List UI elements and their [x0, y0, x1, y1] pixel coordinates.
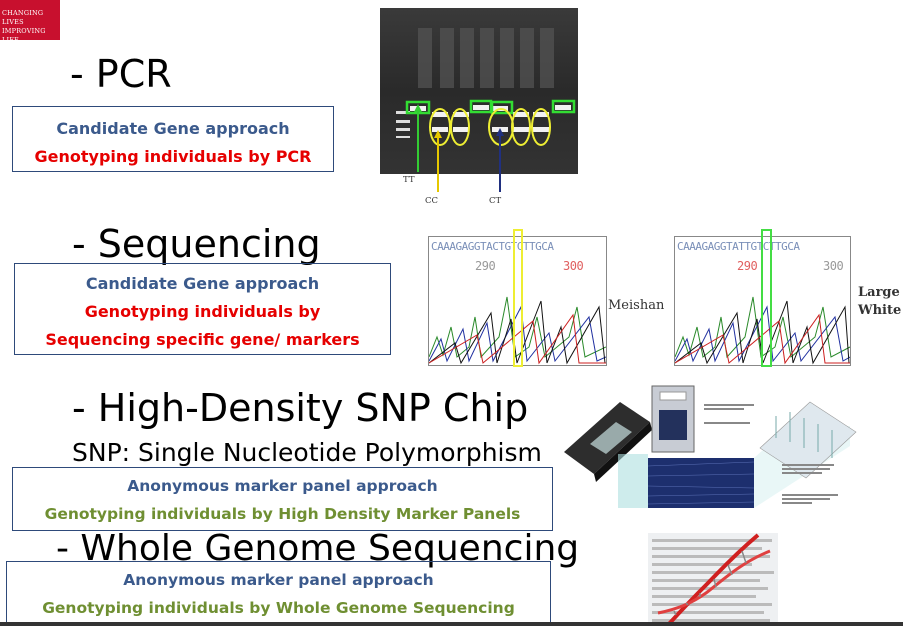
chromatogram-meishan: CAAAGAGGTACTGTCTTGCA 290 300 — [428, 229, 607, 367]
wgs-line-2: Genotyping individuals by Whole Genome S… — [42, 599, 515, 617]
gel-label-tt: TT — [403, 175, 415, 185]
wgs-heading: - Whole Genome Sequencing — [56, 528, 580, 569]
chromatogram-meishan-sequence: CAAAGAGGTACTGTCTTGCA — [431, 240, 554, 253]
chromatogram-meishan-pos-300: 300 — [563, 259, 584, 273]
sequencing-line-3: Sequencing specific gene/ markers — [45, 330, 360, 349]
snp-chip-text-box: Anonymous marker panel approach Genotypi… — [12, 467, 553, 531]
logo-line-1: Changing Lives — [2, 9, 44, 26]
snp-chip-line-2: Genotyping individuals by High Density M… — [44, 505, 521, 523]
gel-label-ct: CT — [489, 196, 502, 206]
label-large-white-line-1: Large — [858, 285, 900, 300]
chromatogram-meishan-highlight — [513, 229, 523, 367]
sequencing-line-1: Candidate Gene approach — [85, 274, 320, 293]
sequencing-text-box: Candidate Gene approach Genotyping indiv… — [14, 263, 391, 355]
snp-chip-illustration — [560, 382, 860, 514]
pcr-text-box: Candidate Gene approach Genotyping indiv… — [12, 106, 334, 172]
pcr-line-2: Genotyping individuals by PCR — [34, 147, 312, 166]
chromatogram-meishan-pos-290: 290 — [475, 259, 496, 273]
snp-chip-heading: - High-Density SNP Chip — [72, 386, 529, 430]
bottom-border — [0, 622, 903, 626]
sequencing-heading: - Sequencing — [72, 222, 321, 266]
chromatogram-large-white: CAAAGAGGTATTGTCTTGCA 290 300 — [674, 229, 851, 367]
wgs-text-box: Anonymous marker panel approach Genotypi… — [6, 561, 551, 626]
logo-line-2: Improving Life — [2, 27, 46, 44]
label-meishan: Meishan — [608, 298, 665, 313]
sequencing-line-2: Genotyping individuals by — [84, 302, 321, 321]
gel-arrows — [414, 104, 504, 192]
chromatogram-large-white-pos-300: 300 — [823, 259, 844, 273]
wgs-line-1: Anonymous marker panel approach — [123, 571, 434, 589]
pcr-line-1: Candidate Gene approach — [56, 119, 290, 138]
pcr-heading: - PCR — [70, 52, 172, 96]
snp-chip-subheading: SNP: Single Nucleotide Polymorphism — [72, 438, 542, 467]
dna-helix-image — [648, 533, 778, 627]
label-large-white-line-2: White — [858, 303, 902, 318]
gel-label-cc: CC — [425, 196, 439, 206]
label-large-white: Large White — [858, 284, 901, 320]
chromatogram-large-white-pos-290: 290 — [737, 259, 758, 273]
snp-chip-line-1: Anonymous marker panel approach — [127, 477, 438, 495]
gel-image — [380, 8, 578, 174]
logo: Changing Lives Improving Life — [0, 0, 60, 44]
chromatogram-large-white-highlight — [761, 229, 772, 367]
chromatogram-large-white-sequence: CAAAGAGGTATTGTCTTGCA — [677, 240, 800, 253]
